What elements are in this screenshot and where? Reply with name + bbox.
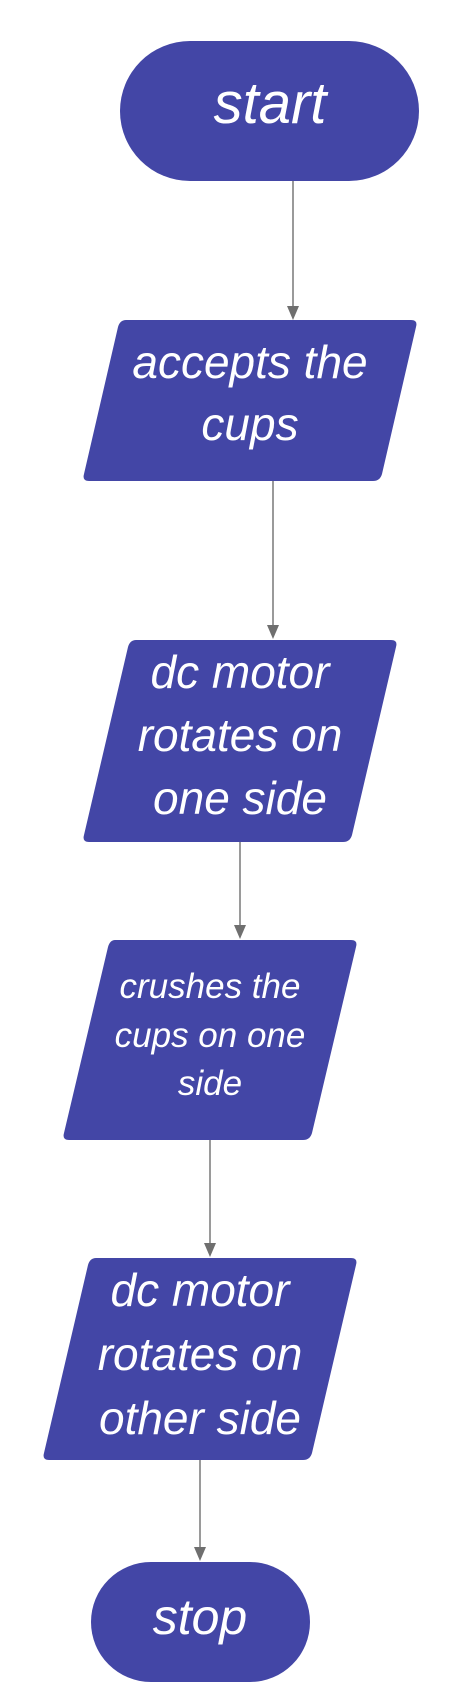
motor-other-side-label-line-3: other side [99, 1392, 301, 1444]
crushes-cups-label-line-3: side [178, 1064, 242, 1103]
node-motor-one-side: dc motor rotates on one side [83, 640, 397, 842]
motor-other-side-label-line-2: rotates on [98, 1328, 303, 1380]
node-stop: stop [91, 1562, 310, 1682]
node-accepts-cups: accepts the cups [83, 320, 417, 481]
crushes-cups-parallelogram [63, 940, 357, 1140]
crushes-cups-label-line-2: cups on one [115, 1016, 306, 1055]
connector-motor-one-to-crushes [234, 842, 246, 939]
motor-one-side-label-line-1: dc motor [151, 646, 332, 698]
connector-start-to-accepts [287, 181, 299, 320]
node-crushes-cups: crushes the cups on one side [63, 940, 357, 1140]
stop-label: stop [153, 1589, 248, 1645]
start-label: start [214, 71, 330, 136]
motor-one-side-label-line-2: rotates on [138, 709, 343, 761]
accepts-cups-parallelogram [83, 320, 417, 481]
node-start: start [120, 41, 419, 181]
motor-other-side-parallelogram [43, 1258, 357, 1460]
node-motor-other-side: dc motor rotates on other side [43, 1258, 357, 1460]
accepts-cups-label-line-2: cups [201, 398, 298, 450]
start-terminator-shape [120, 41, 419, 181]
motor-one-side-label-line-3: one side [153, 772, 327, 824]
stop-terminator-shape [91, 1562, 310, 1682]
crushes-cups-label-line-1: crushes the [120, 967, 301, 1006]
motor-one-side-parallelogram [83, 640, 397, 842]
connector-crushes-to-motor-other [204, 1140, 216, 1257]
accepts-cups-label-line-1: accepts the [132, 336, 367, 388]
connector-accepts-to-motor-one [267, 481, 279, 639]
motor-other-side-label-line-1: dc motor [111, 1264, 292, 1316]
connector-motor-other-to-stop [194, 1460, 206, 1561]
